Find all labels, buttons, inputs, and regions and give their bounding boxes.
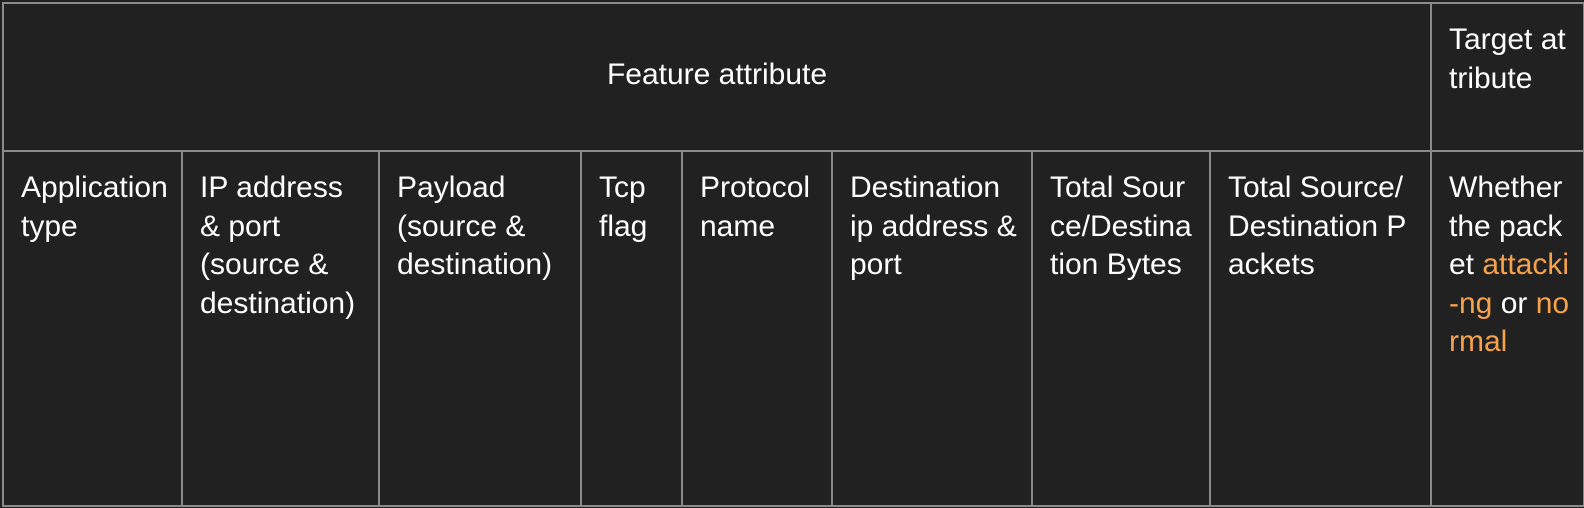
column-application-type: Application type (2, 150, 183, 507)
column-payload: Payload (source & destination) (378, 150, 582, 507)
option-normal: normal (1449, 286, 1570, 359)
header-row: Feature attribute Target attribute (2, 2, 1584, 152)
column-label: Destination ip address & port (850, 171, 1017, 281)
column-label: Tcp flag (599, 171, 648, 243)
column-label: Total Source/Destination Bytes (1050, 171, 1192, 281)
feature-attribute-header: Feature attribute (2, 2, 1432, 152)
column-label: Protocol name (700, 171, 811, 243)
target-attribute-label: Target attribute (1449, 23, 1566, 95)
column-label: Application type (21, 171, 168, 243)
option-joiner: or (1492, 286, 1536, 320)
column-total-packets: Total Source/Destination Packets (1209, 150, 1432, 507)
columns-row: Application type IP address & port (sour… (2, 150, 1584, 507)
column-label: IP address & port (source & destination) (200, 171, 356, 320)
column-label: Payload (source & destination) (397, 171, 553, 281)
column-target-packet-class: Whether the packet attacki-ng or normal (1430, 150, 1584, 507)
column-ip-address-port: IP address & port (source & destination) (181, 150, 380, 507)
column-protocol-name: Protocol name (681, 150, 833, 507)
feature-attribute-label: Feature attribute (606, 57, 828, 91)
column-label: Total Source/Destination Packets (1228, 171, 1407, 281)
target-description: Whether the packet attacki-ng or normal (1432, 152, 1583, 362)
target-attribute-header: Target attribute (1430, 2, 1584, 152)
target-prefix-text: Whether the packet (1449, 171, 1563, 281)
option-attacking: attacki-ng (1449, 248, 1570, 320)
column-tcp-flag: Tcp flag (580, 150, 683, 507)
column-destination-ip-port: Destination ip address & port (831, 150, 1033, 507)
column-total-bytes: Total Source/Destination Bytes (1031, 150, 1211, 507)
